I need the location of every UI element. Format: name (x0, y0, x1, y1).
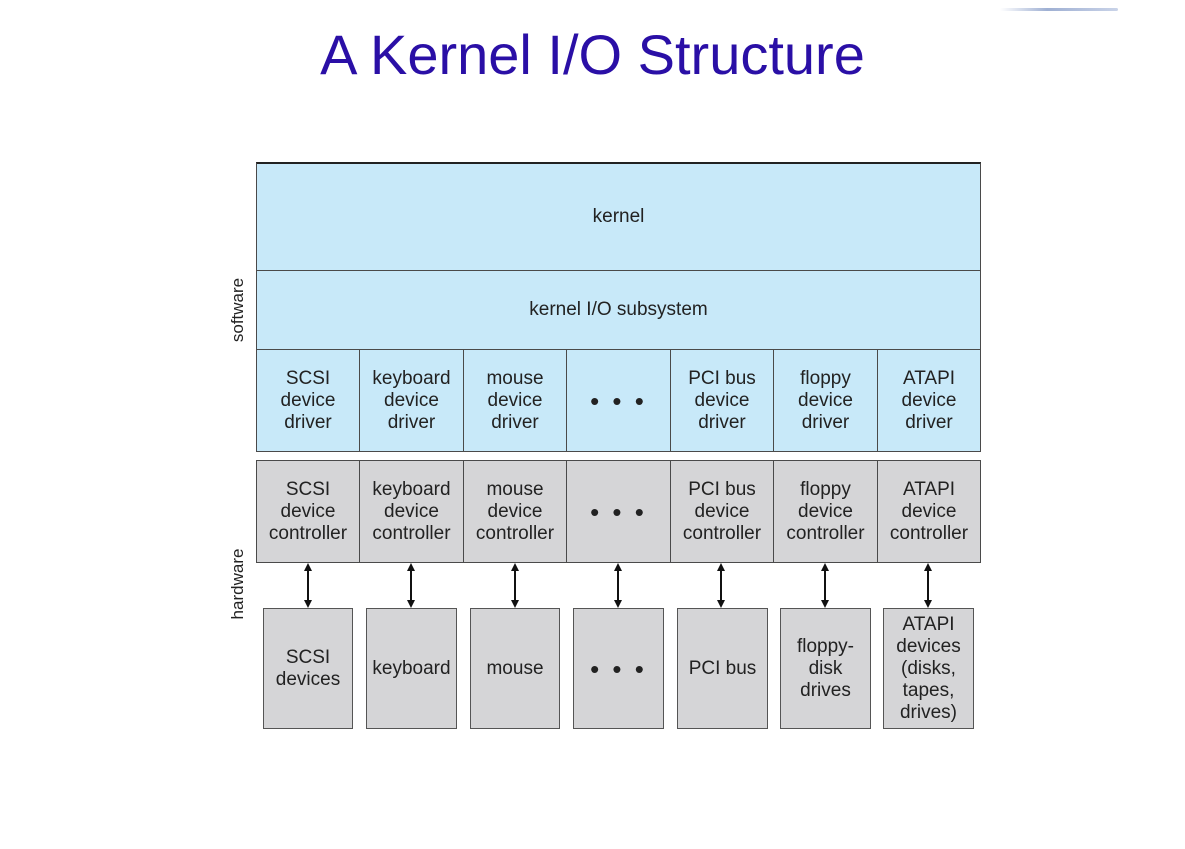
divider (670, 461, 671, 562)
driver-pci-bus: PCI bus device driver (671, 350, 773, 451)
divider (256, 349, 981, 350)
divider (877, 461, 878, 562)
driver-mouse: mouse device driver (464, 350, 566, 451)
device-box-mouse: mouse (470, 608, 560, 729)
divider (359, 350, 360, 451)
controller-keyboard: keyboard device controller (360, 461, 463, 562)
controller-floppy: floppy device controller (774, 461, 877, 562)
divider (463, 461, 464, 562)
divider (566, 350, 567, 451)
corner-decoration (1000, 8, 1118, 11)
device-box-pci-bus: PCI bus (677, 608, 768, 729)
driver-floppy: floppy device driver (774, 350, 877, 451)
device-floppy-label: floppy- disk drives (796, 635, 855, 701)
device-box-ellipsis: • • • (573, 608, 664, 729)
controller-atapi: ATAPI device controller (878, 461, 980, 562)
kernel-io-subsystem-box: kernel I/O subsystem (257, 271, 980, 349)
device-pci-bus-label: PCI bus (688, 657, 757, 679)
driver-scsi: SCSI device driver (257, 350, 359, 451)
divider (670, 350, 671, 451)
controller-mouse: mouse device controller (464, 461, 566, 562)
device-atapi-label: ATAPI devices (disks, tapes, drives) (896, 613, 961, 723)
device-box-atapi: ATAPI devices (disks, tapes, drives) (883, 608, 974, 729)
kernel-box: kernel (257, 164, 980, 270)
driver-atapi: ATAPI device driver (878, 350, 980, 451)
device-box-scsi: SCSI devices (263, 608, 353, 729)
divider (566, 461, 567, 562)
divider (773, 350, 774, 451)
page-title: A Kernel I/O Structure (320, 23, 865, 86)
divider (256, 270, 981, 271)
driver-ellipsis: • • • (567, 350, 670, 451)
divider (773, 461, 774, 562)
device-mouse-label: mouse (486, 657, 544, 679)
controller-scsi: SCSI device controller (257, 461, 359, 562)
divider (359, 461, 360, 562)
device-keyboard-label: keyboard (372, 657, 451, 679)
controller-ellipsis: • • • (567, 461, 670, 562)
device-box-floppy: floppy- disk drives (780, 608, 871, 729)
driver-keyboard: keyboard device driver (360, 350, 463, 451)
divider (463, 350, 464, 451)
controller-pci-bus: PCI bus device controller (671, 461, 773, 562)
device-ellipsis-label: • • • (590, 653, 647, 684)
divider (877, 350, 878, 451)
device-box-keyboard: keyboard (366, 608, 457, 729)
device-scsi-label: SCSI devices (275, 646, 341, 690)
